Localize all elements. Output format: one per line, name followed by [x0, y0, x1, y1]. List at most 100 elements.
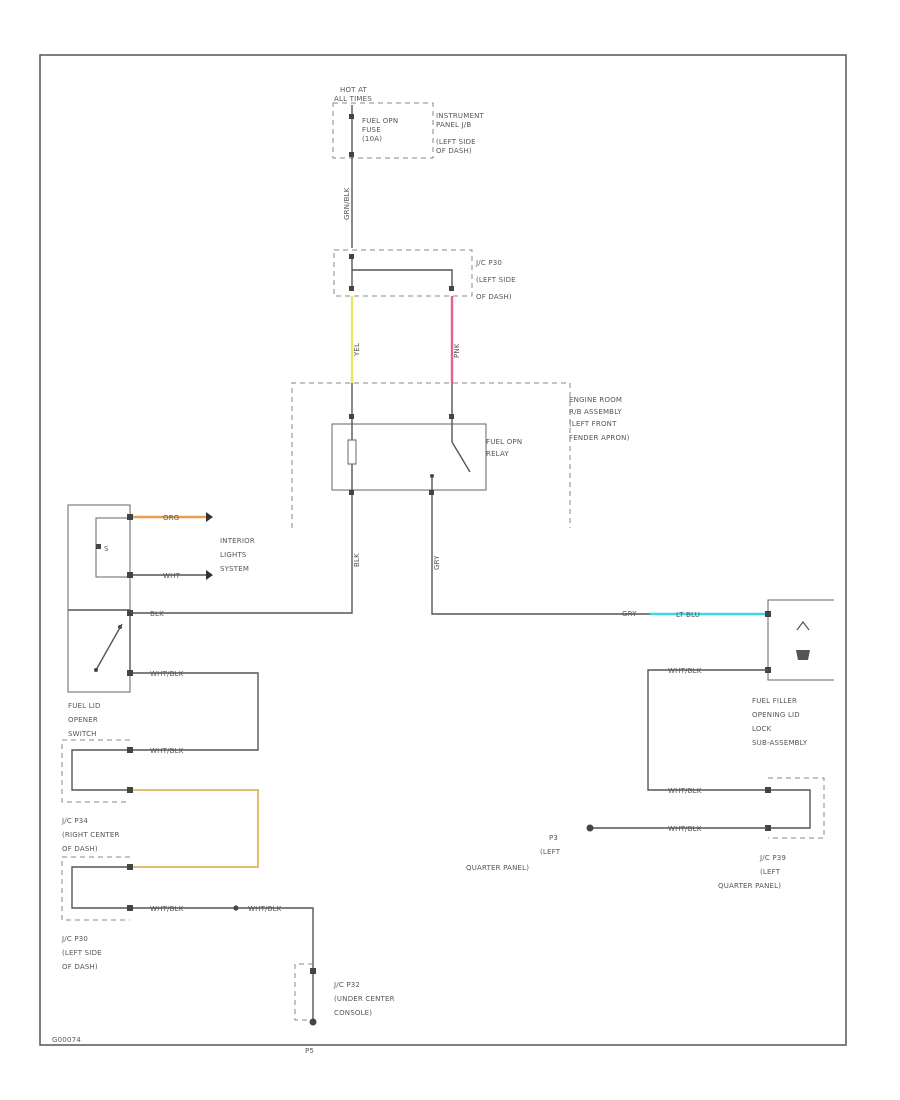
lid-pin-4	[127, 670, 133, 676]
lid-switch-s-pin	[96, 544, 101, 549]
jc-right-center-bus	[71, 749, 130, 791]
jc-quarter-label-1: J/C P39	[759, 854, 786, 862]
lid-wht-blk-wire-label-2: WHT/BLK	[150, 747, 184, 755]
filler-lock-box	[767, 599, 834, 681]
lid-switch-label-1: FUEL LID	[68, 702, 101, 710]
blk-wire-horiz-label: BLK	[150, 610, 164, 618]
filler-lock-label-3: LOCK	[752, 725, 772, 733]
wht-wire-arrow	[206, 570, 213, 580]
ground-wire-2-label: WHT/BLK	[248, 905, 282, 913]
instrument-jb-label-3: (LEFT SIDE	[436, 138, 476, 146]
interior-lights-label-1: INTERIOR	[220, 537, 255, 545]
p3-ground-wire-label: WHT/BLK	[668, 825, 702, 833]
hot-at-label-2: ALL TIMES	[334, 95, 372, 103]
jc-right-center-pin-2	[127, 787, 133, 793]
lid-switch-arm	[95, 623, 123, 671]
filler-lock-actuator-icon	[796, 621, 810, 631]
pnk-wire-label: PNK	[453, 343, 461, 358]
jc-top-label-2: (LEFT SIDE	[476, 276, 516, 284]
org-wire-arrow	[206, 512, 213, 522]
engine-room-rb-box	[291, 382, 571, 528]
ground-wire-2	[236, 907, 314, 968]
jc-left-side-box	[61, 856, 130, 921]
engine-room-rb-label-4: FENDER APRON)	[569, 434, 630, 442]
jc-left-side-label-2: (LEFT SIDE	[62, 949, 102, 957]
yel-wire-label: YEL	[353, 343, 361, 357]
jc-top-pin-1	[349, 254, 354, 259]
relay-contact-arm	[451, 441, 471, 473]
lid-switch-label-2: OPENER	[68, 716, 98, 724]
relay-label-1: FUEL OPN	[486, 438, 522, 446]
instrument-jb-label-4: OF DASH)	[436, 147, 472, 155]
engine-room-rb-label-3: (LEFT FRONT	[569, 420, 617, 428]
jc-quarter-label-3: QUARTER PANEL)	[718, 882, 781, 890]
ground-p3-label-2: (LEFT	[540, 848, 561, 856]
jc-under-console-label-2: (UNDER CENTER	[334, 995, 395, 1003]
diagram-code: G00074	[52, 1036, 81, 1044]
ground-p5-label: P5	[305, 1047, 314, 1055]
relay-label-2: RELAY	[486, 450, 509, 458]
grn-blk-wire-label: GRN/BLK	[343, 187, 351, 220]
relay-pin-3	[449, 414, 454, 419]
lid-switch-label-3: SWITCH	[68, 730, 97, 738]
instrument-jb-box	[332, 102, 434, 159]
engine-room-rb-label-2: R/B ASSEMBLY	[569, 408, 622, 416]
ground-terminal-p5	[309, 1018, 317, 1026]
jc-right-center-label-2: (RIGHT CENTER	[62, 831, 120, 839]
wht-wire-label: WHT	[163, 572, 181, 580]
org-wire-label: ORG	[163, 514, 179, 522]
relay-box	[331, 423, 487, 491]
jc-top-label-1: J/C P30	[475, 259, 502, 267]
filler-lock-label-2: OPENING LID	[752, 711, 800, 719]
jc-quarter-pin-1	[765, 787, 771, 793]
jc-right-center-label-1: J/C P34	[61, 817, 88, 825]
relay-coil	[347, 439, 357, 465]
filler-wht-blk-label-1: WHT/BLK	[668, 667, 702, 675]
jc-under-console-pin	[310, 968, 316, 974]
filler-lock-pin-1	[765, 611, 771, 617]
jc-under-console-label-3: CONSOLE)	[334, 1009, 372, 1017]
jc-quarter-box	[768, 777, 825, 839]
fuse-label-3: (10A)	[362, 135, 382, 143]
lid-switch-box	[67, 504, 131, 693]
jc-right-center-pin-1	[127, 747, 133, 753]
jc-quarter-bus	[768, 789, 811, 829]
gry-wire-horiz	[431, 610, 650, 615]
instrument-jb-label-2: PANEL J/B	[436, 121, 471, 129]
fuse-label-2: FUSE	[362, 126, 381, 134]
jc-top-pin-2	[349, 286, 354, 291]
diagram-border	[39, 54, 847, 1046]
filler-lock-label-1: FUEL FILLER	[752, 697, 797, 705]
filler-wht-blk-label-2: WHT/BLK	[668, 787, 702, 795]
engine-room-rb-label-1: ENGINE ROOM	[569, 396, 622, 404]
jc-top-box	[333, 249, 473, 297]
jc-left-side-label-1: J/C P30	[61, 935, 88, 943]
jc-left-side-bus	[71, 866, 130, 909]
ground-p3-label-3: QUARTER PANEL)	[466, 864, 529, 872]
relay-pin-4	[429, 490, 434, 495]
ground-wire-1-label: WHT/BLK	[150, 905, 184, 913]
filler-wht-blk-wire	[647, 669, 768, 791]
ground-terminal-p3	[586, 824, 594, 832]
hot-at-label-1: HOT AT	[340, 86, 368, 94]
jc-top-bus	[352, 269, 453, 290]
interior-lights-label-2: LIGHTS	[220, 551, 247, 559]
filler-lock-label-4: SUB-ASSEMBLY	[752, 739, 808, 747]
jc-under-console-label-1: J/C P32	[333, 981, 360, 989]
interior-lights-label-3: SYSTEM	[220, 565, 249, 573]
jc-quarter-label-2: (LEFT	[760, 868, 781, 876]
gry-wire-horiz-label: GRY	[622, 610, 637, 618]
lt-blu-wire-label: LT BLU	[676, 611, 700, 619]
blk-wire-horiz	[130, 608, 353, 614]
lid-pin-2	[127, 572, 133, 578]
fuse-label-1: FUEL OPN	[362, 117, 398, 125]
fuse-pin-bottom	[349, 152, 354, 157]
lid-pin-1	[127, 514, 133, 520]
jc-right-center-label-3: OF DASH)	[62, 845, 98, 853]
relay-pin-1	[349, 414, 354, 419]
jc-under-console-box	[294, 963, 313, 1021]
gry-wire-vert-label: GRY	[433, 555, 441, 570]
filler-lock-solenoid-icon	[796, 650, 810, 660]
lid-wht-blk-wire-label-1: WHT/BLK	[150, 670, 184, 678]
